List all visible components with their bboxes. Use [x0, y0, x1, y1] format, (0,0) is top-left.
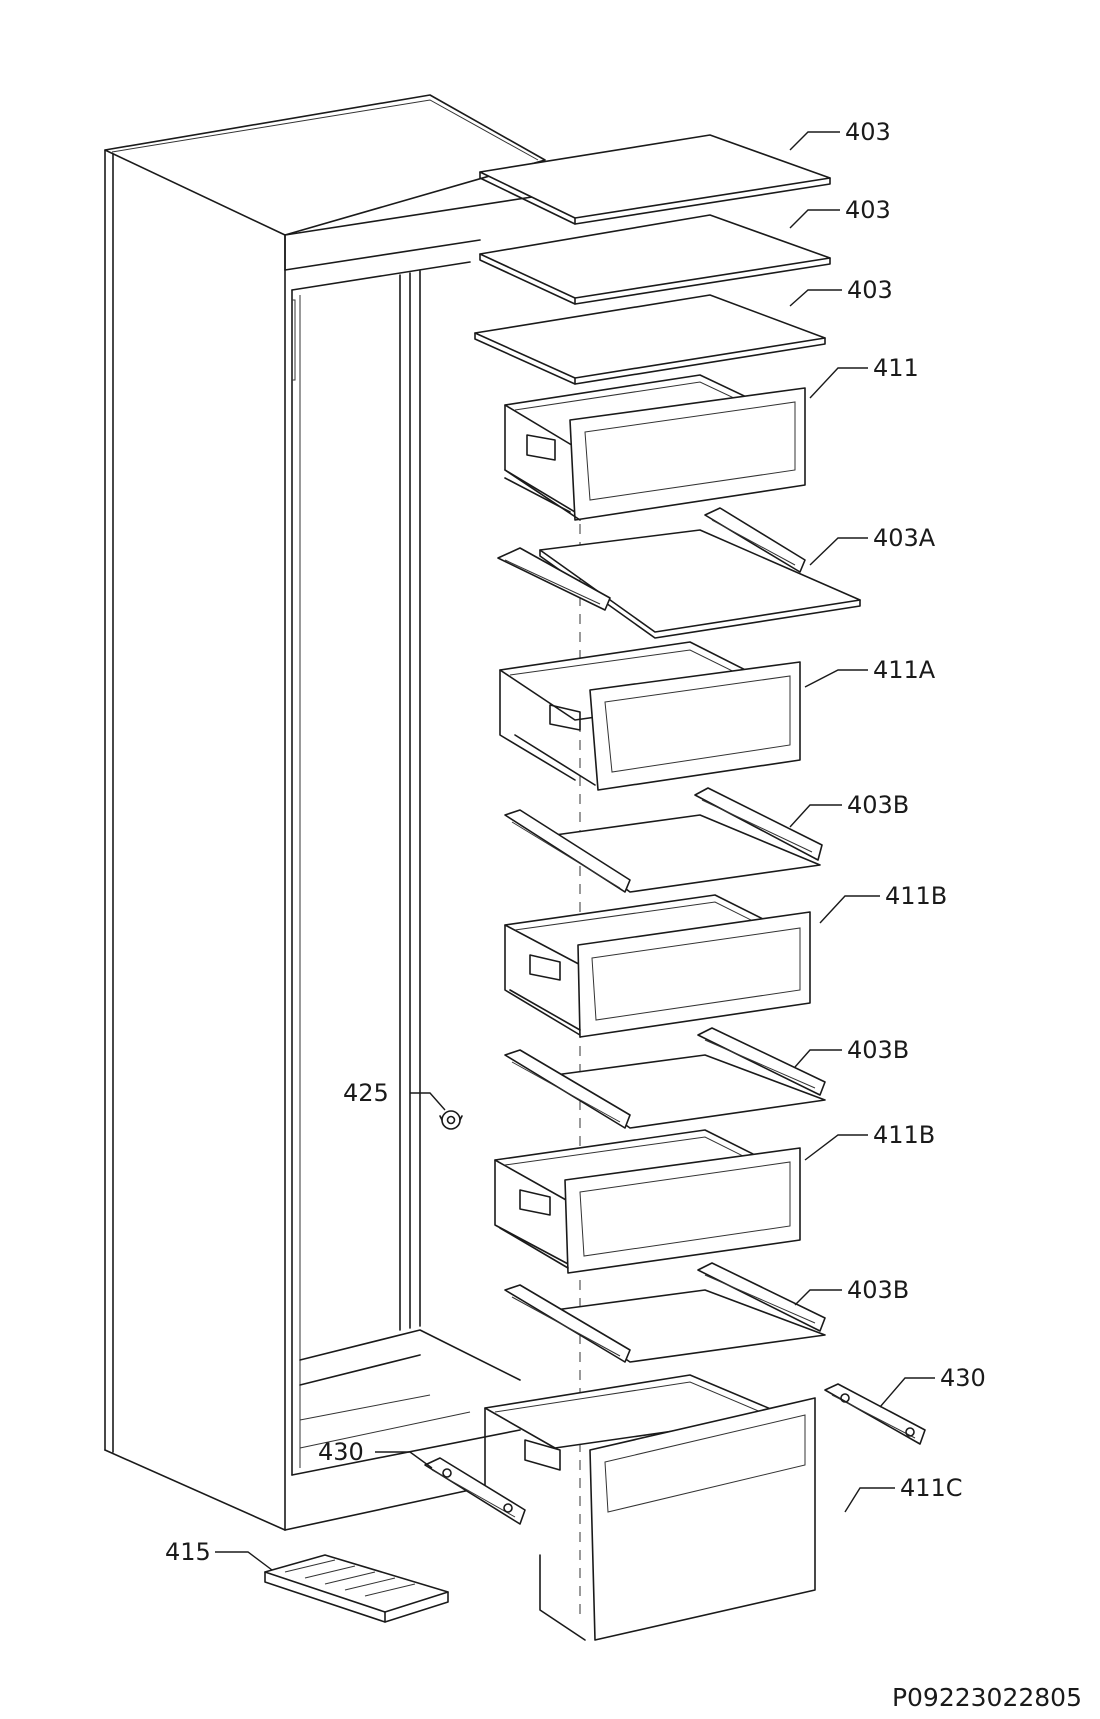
glass-shelf-1: [479, 134, 831, 225]
callout-411a: 411A: [873, 656, 936, 684]
callout-403b-2: 403B: [847, 1036, 909, 1064]
filter-415: [264, 1554, 449, 1623]
callout-403a: 403A: [873, 524, 936, 552]
callout-415: 415: [165, 1538, 211, 1566]
callout-411c: 411C: [900, 1474, 963, 1502]
callout-403-1: 403: [845, 118, 891, 146]
rail-430-right: [824, 1383, 926, 1445]
shelf-403b-3: [504, 1262, 826, 1363]
shelf-403b-1: [504, 787, 823, 893]
glass-shelf-3: [474, 294, 826, 385]
drawer-411: [504, 374, 806, 521]
cabinet: [104, 94, 546, 1531]
shelf-403b-2: [504, 1027, 826, 1129]
callout-403b-1: 403B: [847, 791, 909, 819]
callout-403-2: 403: [845, 196, 891, 224]
callout-403b-3: 403B: [847, 1276, 909, 1304]
drawer-411b-2: [494, 1129, 801, 1274]
shelf-403a: [497, 507, 861, 639]
drawer-411b-1: [504, 894, 811, 1038]
sensor-425: [439, 1110, 463, 1130]
drawer-411a: [499, 641, 801, 791]
callout-411b-2: 411B: [873, 1121, 935, 1149]
drawer-411c: [484, 1374, 816, 1641]
leader-lines: [215, 131, 935, 1571]
callout-labels: 403 403 403 411 403A 411A 403B 411B 403B…: [165, 118, 1082, 1712]
callout-425: 425: [343, 1079, 389, 1107]
callout-430-right: 430: [940, 1364, 986, 1392]
callout-403-3: 403: [847, 276, 893, 304]
glass-shelf-2: [479, 214, 831, 305]
callout-411b-1: 411B: [885, 882, 947, 910]
document-code: P09223022805: [892, 1683, 1082, 1712]
rail-430-left: [424, 1457, 526, 1525]
callout-430-left: 430: [318, 1438, 364, 1466]
callout-411: 411: [873, 354, 919, 382]
